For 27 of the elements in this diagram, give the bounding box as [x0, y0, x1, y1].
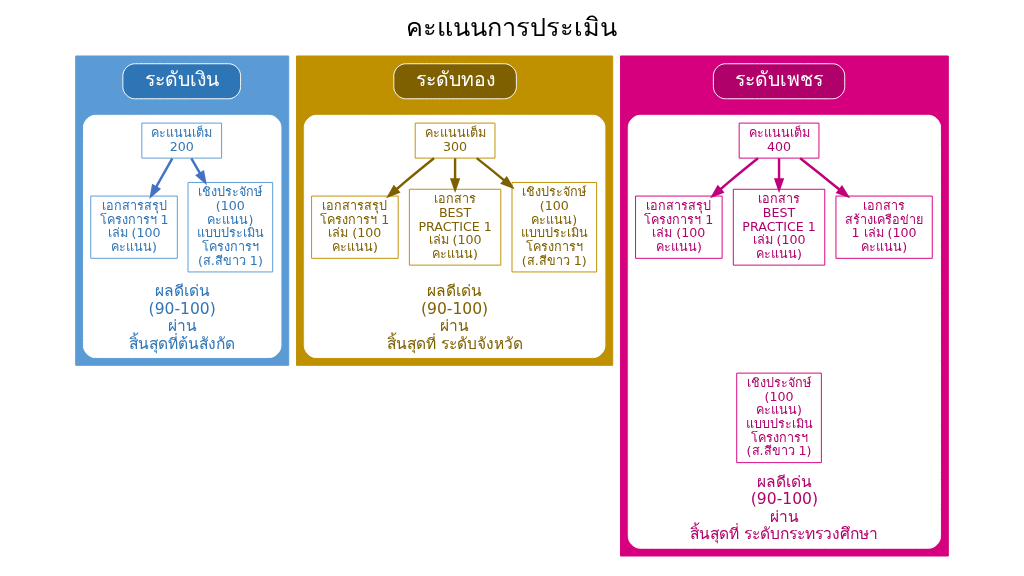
node-box: เอกสารสรุป โครงการฯ 1 เล่ม (100 คะแนน): [635, 195, 723, 259]
node-box: เชิงประจักษ์ (100 คะแนน) แบบประเมิน โครงการฯ (ส.สีขาว 1): [187, 181, 274, 273]
node-box: คะแนนเต็ม 200: [141, 122, 223, 159]
node-box: เอกสารสรุป โครงการฯ 1 เล่ม (100 คะแนน): [311, 195, 399, 259]
cluster: [296, 55, 614, 366]
arrow: [799, 157, 851, 199]
node-box: คะแนนเต็ม 300: [414, 122, 496, 159]
node-box: ระดับทอง: [393, 63, 517, 100]
cluster: [620, 55, 949, 557]
node-box: เอกสาร สร้างเครือข่าย 1 เล่ม (100 คะแนน): [835, 195, 933, 259]
arrow: [773, 158, 785, 193]
arrow: [190, 157, 207, 186]
arrow: [149, 157, 174, 200]
arrow: [386, 157, 435, 199]
arrow: [449, 158, 461, 193]
node-box: ระดับเพชร: [712, 63, 846, 100]
node-box: เอกสารสรุป โครงการฯ 1 เล่ม (100 คะแนน): [90, 195, 178, 259]
node-box: เอกสาร BEST PRACTICE 1 เล่ม (100 คะแนน): [408, 188, 502, 266]
arrow: [475, 157, 515, 190]
arrow: [710, 157, 759, 199]
node-box: ระดับเงิน: [122, 63, 242, 100]
node-box: เชิงประจักษ์ (100 คะแนน) แบบประเมิน โครงการฯ (ส.สีขาว 1): [511, 181, 598, 273]
cluster: [75, 55, 290, 366]
node-box: เชิงประจักษ์ (100 คะแนน) แบบประเมิน โครงการฯ (ส.สีขาว 1): [736, 372, 822, 464]
node-box: เอกสาร BEST PRACTICE 1 เล่ม (100 คะแนน): [732, 188, 826, 266]
node-box: คะแนนเต็ม 400: [738, 122, 820, 159]
diagram-title: คะแนนการประเมิน: [406, 13, 618, 43]
